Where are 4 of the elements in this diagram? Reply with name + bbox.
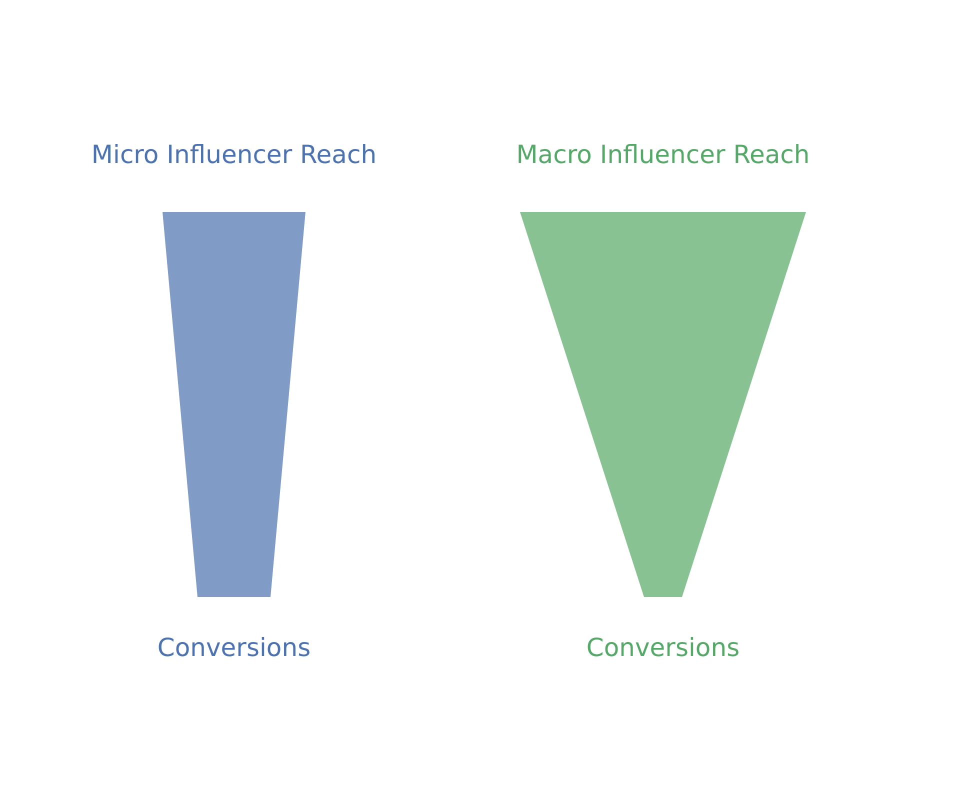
funnel-bottom-label: Conversions [586, 633, 740, 662]
funnel-heading: Macro Influencer Reach [516, 140, 810, 169]
funnel-heading: Micro Influencer Reach [91, 140, 377, 169]
funnel-bottom-label: Conversions [157, 633, 311, 662]
